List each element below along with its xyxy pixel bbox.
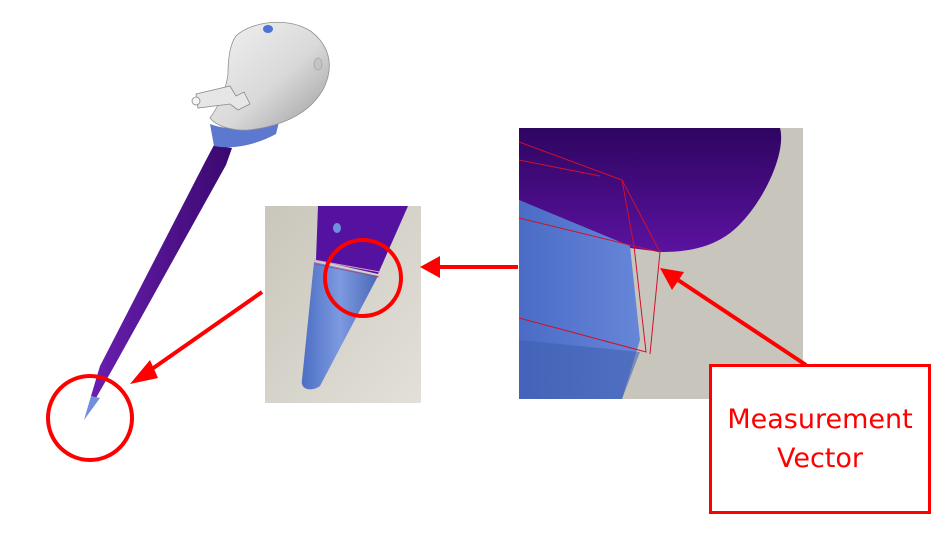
measurement-wireframe	[519, 141, 661, 355]
arrows	[130, 256, 808, 384]
tip-highlight-circle	[46, 374, 134, 462]
zoom-highlight-circle	[323, 238, 403, 318]
measurement-vector-label: Measurement Vector	[709, 364, 931, 514]
junction-zoom-panel	[519, 128, 803, 399]
instrument-shaft	[91, 145, 232, 398]
arrow-to-instrument-tip	[140, 290, 264, 378]
instrument-tip	[84, 396, 100, 420]
instrument-full-view	[84, 21, 330, 420]
zoom-blue-cone	[301, 262, 378, 390]
junction-purple-body	[519, 128, 782, 252]
arrow-to-measurement-vector	[670, 274, 808, 367]
label-line-2: Vector	[776, 443, 864, 474]
handle-button-icon	[263, 25, 273, 33]
instrument-side-port	[195, 85, 251, 111]
instrument-handle	[209, 21, 330, 131]
label-line-1: Measurement	[727, 403, 913, 435]
tip-zoom-panel	[265, 206, 421, 403]
